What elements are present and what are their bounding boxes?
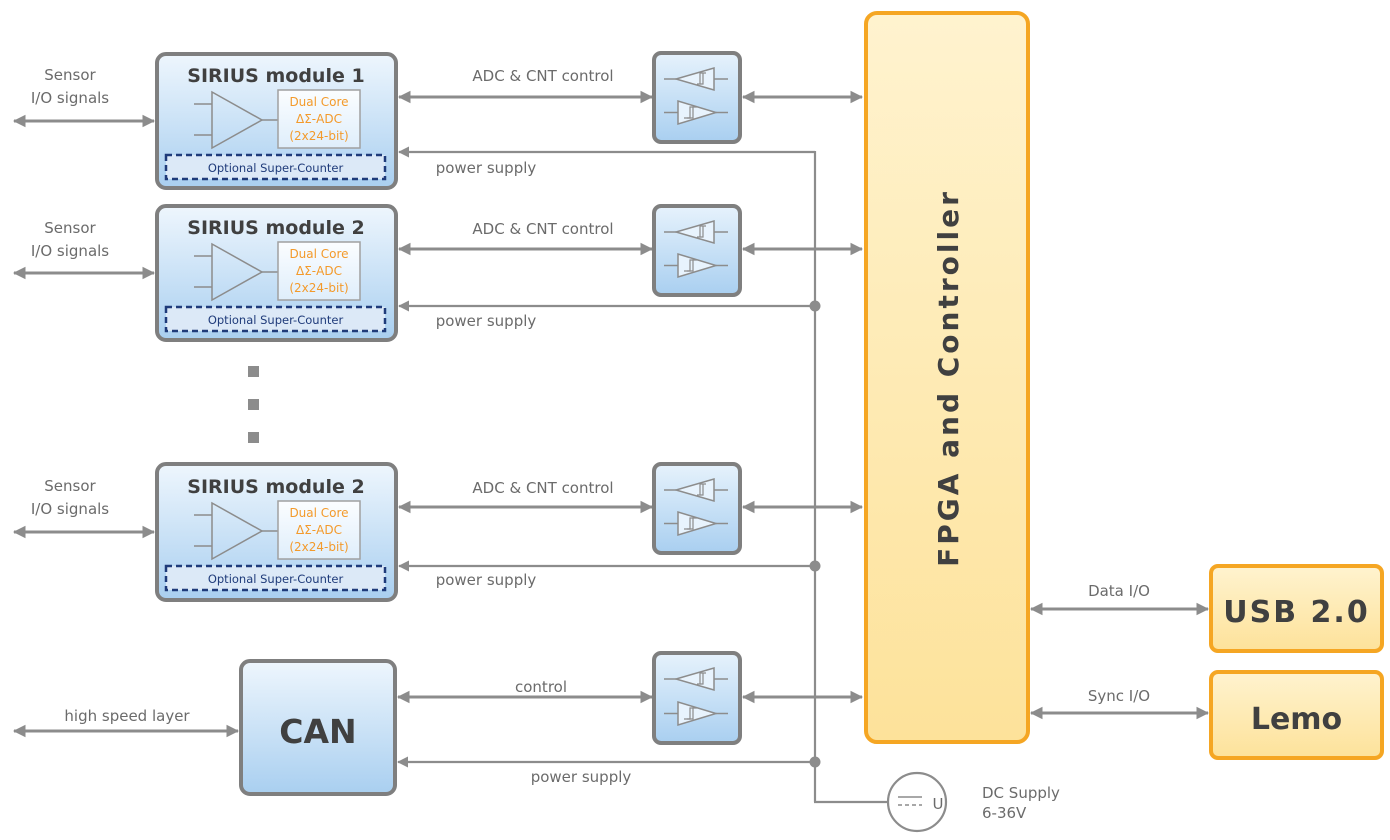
super-counter-block xyxy=(164,564,387,592)
fpga-box xyxy=(864,11,1030,744)
super-counter-block xyxy=(164,153,387,181)
module-title: SIRIUS module 1 xyxy=(187,65,364,87)
super-counter-label: Optional Super-Counter xyxy=(208,161,344,175)
buffer-right-icon xyxy=(664,510,728,537)
can-module: CAN xyxy=(239,659,397,796)
power-label: power supply xyxy=(531,768,632,786)
dc-supply-label-line2: 6-36V xyxy=(982,804,1027,822)
isolator-box xyxy=(652,51,742,144)
buffer-right-icon xyxy=(664,252,728,279)
super-counter-block xyxy=(164,305,387,333)
usb-title: USB 2.0 xyxy=(1223,595,1369,630)
lemo-title: Lemo xyxy=(1251,702,1342,737)
power-label: power supply xyxy=(436,159,537,177)
sirius-module-3: SIRIUS module 2 Dual Core ΔΣ-ADC (2x24-b… xyxy=(155,462,398,602)
control-label: ADC & CNT control xyxy=(472,220,613,238)
usb-block: USB 2.0 xyxy=(1209,564,1384,653)
dc-symbol-u: U xyxy=(933,795,944,813)
module-title: SIRIUS module 2 xyxy=(187,217,364,239)
dc-supply-label-line1: DC Supply xyxy=(982,784,1060,802)
isolator-box xyxy=(652,462,742,555)
amplifier-icon xyxy=(194,242,278,302)
module-title: SIRIUS module 2 xyxy=(187,476,364,498)
power-label: power supply xyxy=(436,312,537,330)
adc-block xyxy=(277,241,361,301)
isolator-1 xyxy=(652,51,742,144)
adc-label-line3: (2x24-bit) xyxy=(289,540,348,554)
fpga-controller: FPGA and Controller xyxy=(864,11,1030,744)
can-row: high speed layer CAN control xyxy=(12,651,864,796)
isolator-4 xyxy=(652,651,742,745)
dc-source-icon xyxy=(886,771,948,833)
sirius-module-2: SIRIUS module 2 Dual Core ΔΣ-ADC (2x24-b… xyxy=(155,204,398,342)
module-row-1: Sensor I/O signals SIRIUS module 1 Dual … xyxy=(12,51,864,190)
more-modules-ellipsis xyxy=(248,366,259,443)
dc-supply: U DC Supply 6-36V xyxy=(886,771,1060,833)
adc-label-line1: Dual Core xyxy=(289,247,348,261)
adc-label-line1: Dual Core xyxy=(289,506,348,520)
sensor-label-line2: I/O signals xyxy=(31,500,109,518)
sirius-module-1: SIRIUS module 1 Dual Core ΔΣ-ADC (2x24-b… xyxy=(155,52,398,190)
module-row-2: Sensor I/O signals SIRIUS module 2 Dual … xyxy=(12,204,864,342)
can-title: CAN xyxy=(279,712,356,751)
amplifier-icon xyxy=(194,501,278,561)
buffer-right-icon xyxy=(664,99,728,126)
super-counter-label: Optional Super-Counter xyxy=(208,313,344,327)
isolator-box xyxy=(652,204,742,297)
buffer-left-icon xyxy=(664,667,728,691)
isolator-2 xyxy=(652,204,742,297)
sensor-label-line2: I/O signals xyxy=(31,89,109,107)
lemo-block: Lemo xyxy=(1209,670,1384,760)
high-speed-layer-label: high speed layer xyxy=(64,707,190,725)
adc-label-line2: ΔΣ-ADC xyxy=(296,523,342,537)
adc-label-line3: (2x24-bit) xyxy=(289,281,348,295)
buffer-left-icon xyxy=(664,67,728,91)
sensor-label-line1: Sensor xyxy=(44,477,96,495)
sensor-label-line1: Sensor xyxy=(44,219,96,237)
super-counter-label: Optional Super-Counter xyxy=(208,572,344,586)
sensor-label-line2: I/O signals xyxy=(31,242,109,260)
module-row-3: Sensor I/O signals SIRIUS module 2 Dual … xyxy=(12,462,864,602)
adc-block xyxy=(277,89,361,149)
control-label: ADC & CNT control xyxy=(472,479,613,497)
isolator-3 xyxy=(652,462,742,555)
buffer-left-icon xyxy=(664,478,728,502)
adc-label-line2: ΔΣ-ADC xyxy=(296,112,342,126)
buffer-left-icon xyxy=(664,220,728,244)
buffer-right-icon xyxy=(664,700,728,727)
usb-box xyxy=(1209,564,1384,653)
data-io-label: Data I/O xyxy=(1088,582,1150,600)
power-label: power supply xyxy=(436,571,537,589)
adc-label-line2: ΔΣ-ADC xyxy=(296,264,342,278)
adc-block xyxy=(277,500,361,560)
adc-label-line1: Dual Core xyxy=(289,95,348,109)
control-label: control xyxy=(515,678,567,696)
lemo-box xyxy=(1209,670,1384,760)
control-label: ADC & CNT control xyxy=(472,67,613,85)
adc-label-line3: (2x24-bit) xyxy=(289,129,348,143)
sensor-label-line1: Sensor xyxy=(44,66,96,84)
amplifier-icon xyxy=(194,90,278,150)
sync-io-label: Sync I/O xyxy=(1088,687,1150,705)
fpga-title: FPGA and Controller xyxy=(932,189,965,567)
isolator-box xyxy=(652,651,742,745)
can-box xyxy=(239,659,397,796)
